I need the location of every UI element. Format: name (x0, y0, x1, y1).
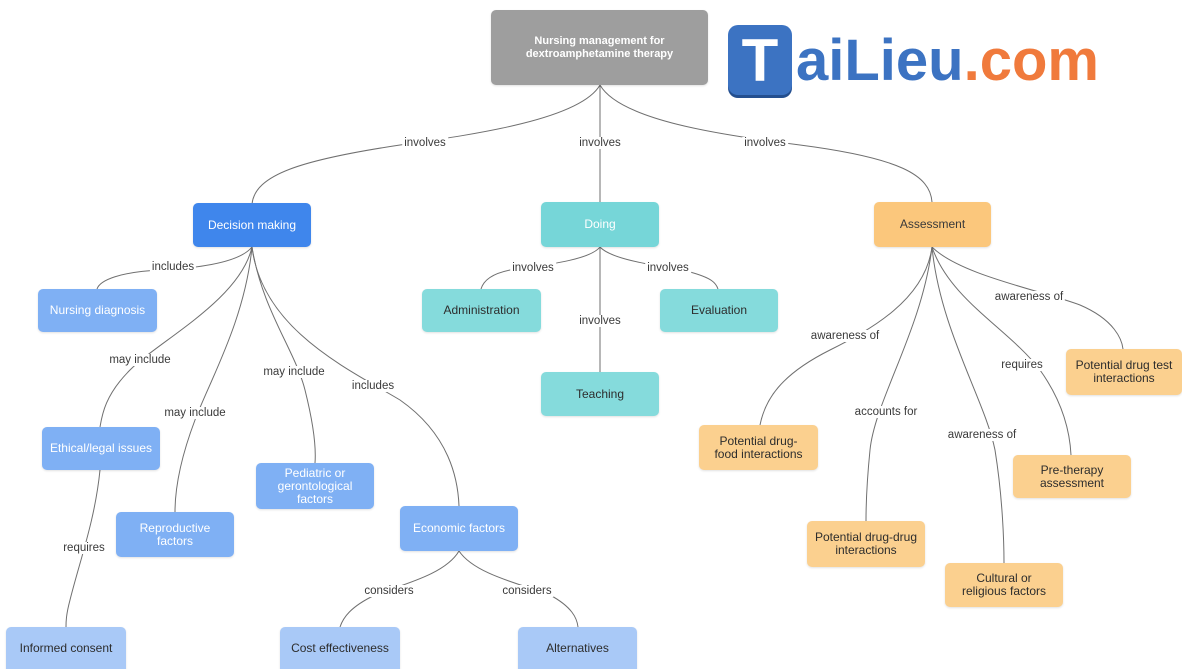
root-node[interactable]: Nursing management for dextroamphetamine… (491, 10, 708, 85)
edge-label-dm-economic: includes (349, 380, 397, 392)
edge-root-assessment (599, 84, 933, 203)
informed-consent-label: Informed consent (19, 640, 113, 655)
pre-therapy-node[interactable]: Pre-therapy assessment (1013, 455, 1131, 498)
edge-dm-ethical (99, 246, 253, 428)
edge-label-ethical-consent: requires (61, 542, 107, 554)
cultural-label: Cultural or religious factors (961, 571, 1047, 598)
edge-label-root-assessment: involves (742, 137, 788, 149)
decision-making-node[interactable]: Decision making (193, 203, 311, 247)
nursing-diagnosis-label: Nursing diagnosis (49, 303, 146, 317)
edge-label-dm-reproductive: may include (162, 407, 228, 419)
tailieu-logo: T aiLieu .com (728, 14, 1180, 106)
teaching-label: Teaching (575, 386, 625, 401)
root-node-label: Nursing management for dextroamphetamine… (525, 34, 674, 60)
edge-label-econ-alt: considers (500, 585, 554, 597)
edge-label-dm-ethical: may include (107, 354, 173, 366)
evaluation-label: Evaluation (690, 303, 748, 317)
drug-drug-label: Potential drug-drug interactions (814, 530, 918, 557)
edge-dm-economic (251, 246, 460, 507)
edge-label-doing-admin: involves (510, 262, 556, 274)
drug-food-label: Potential drug-food interactions (714, 433, 803, 461)
ethical-legal-label: Ethical/legal issues (49, 441, 153, 455)
cultural-node[interactable]: Cultural or religious factors (945, 563, 1063, 607)
pediatric-node[interactable]: Pediatric or gerontological factors (256, 463, 374, 509)
edge-dm-pediatric (251, 246, 316, 464)
logo-name-blue: aiLieu (796, 27, 964, 93)
informed-consent-node[interactable]: Informed consent (6, 627, 126, 669)
edge-label-assess-test: awareness of (992, 291, 1066, 303)
pre-therapy-label: Pre-therapy assessment (1039, 462, 1105, 490)
evaluation-node[interactable]: Evaluation (660, 289, 778, 332)
reproductive-node[interactable]: Reproductive factors (116, 512, 234, 557)
edge-label-doing-teach: involves (577, 315, 623, 327)
edge-ethical-consent (65, 469, 101, 628)
decision-making-label: Decision making (207, 217, 297, 232)
doing-label: Doing (584, 217, 616, 231)
logo-wordmark: aiLieu .com (796, 27, 1099, 94)
pediatric-label: Pediatric or gerontological factors (277, 465, 353, 506)
doing-node[interactable]: Doing (541, 202, 659, 247)
assessment-label: Assessment (899, 217, 966, 231)
alternatives-label: Alternatives (546, 640, 609, 655)
edge-label-dm-nursing: includes (149, 261, 197, 273)
drug-food-node[interactable]: Potential drug-food interactions (699, 425, 818, 470)
economic-label: Economic factors (412, 521, 506, 535)
administration-label: Administration (443, 303, 520, 317)
edge-label-econ-cost: considers (362, 585, 416, 597)
edge-label-doing-eval: involves (645, 262, 691, 274)
economic-node[interactable]: Economic factors (400, 506, 518, 551)
drug-test-label: Potential drug test interactions (1075, 358, 1173, 385)
edge-assess-pretherapy (931, 246, 1072, 456)
nursing-diagnosis-node[interactable]: Nursing diagnosis (38, 289, 157, 332)
cost-effectiveness-node[interactable]: Cost effectiveness (280, 627, 400, 669)
teaching-node[interactable]: Teaching (541, 372, 659, 416)
edge-label-assess-cultural: awareness of (945, 429, 1019, 441)
edge-label-assess-food: awareness of (808, 330, 882, 342)
edge-assess-food (759, 246, 933, 426)
drug-test-node[interactable]: Potential drug test interactions (1066, 349, 1182, 395)
drug-drug-node[interactable]: Potential drug-drug interactions (807, 521, 925, 567)
assessment-node[interactable]: Assessment (874, 202, 991, 247)
edge-assess-drug (865, 246, 933, 522)
alternatives-node[interactable]: Alternatives (518, 627, 637, 669)
reproductive-label: Reproductive factors (139, 520, 211, 548)
administration-node[interactable]: Administration (422, 289, 541, 332)
logo-t-mark: T (728, 25, 792, 95)
cost-effectiveness-label: Cost effectiveness (291, 640, 389, 655)
edge-label-assess-drug: accounts for (852, 406, 920, 418)
edge-label-assess-pretherapy: requires (999, 359, 1045, 371)
edge-label-root-doing: involves (577, 137, 623, 149)
ethical-legal-node[interactable]: Ethical/legal issues (42, 427, 160, 470)
edge-label-dm-pediatric: may include (261, 366, 327, 378)
logo-name-orange: .com (963, 27, 1099, 93)
edge-root-decision (251, 84, 601, 205)
edge-assess-test (931, 246, 1124, 350)
edge-dm-reproductive (174, 246, 253, 513)
edge-label-root-decision: involves (402, 137, 448, 149)
edge-doing-admin (480, 246, 601, 290)
